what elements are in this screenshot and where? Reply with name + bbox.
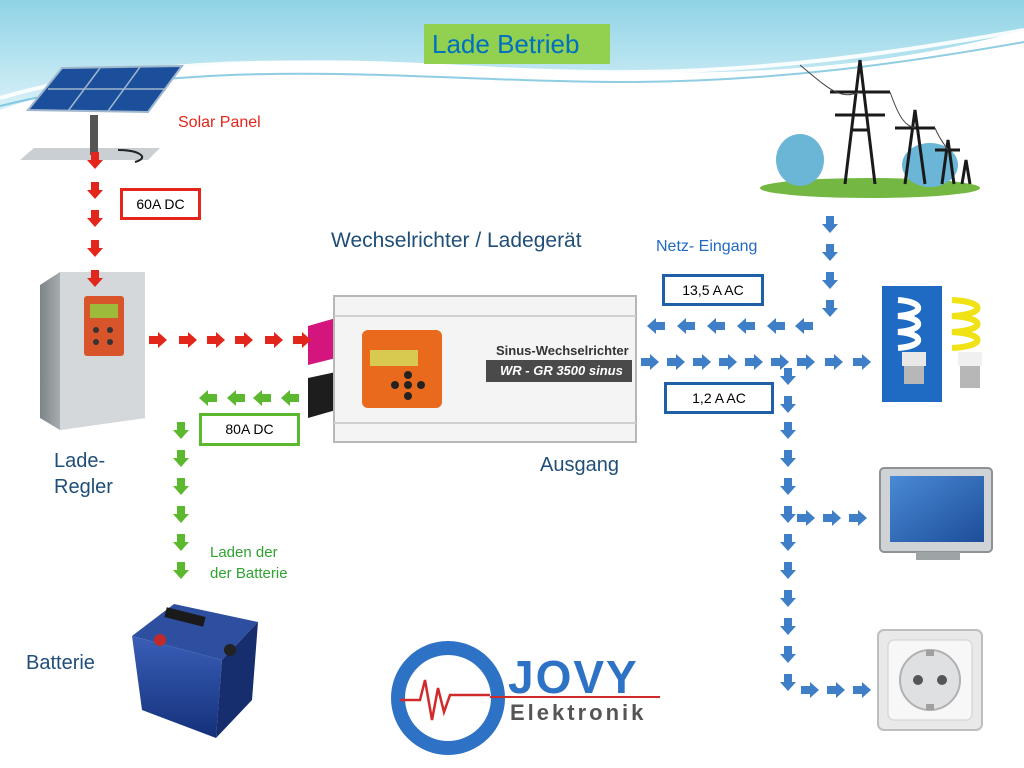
solar-flow-arrow — [87, 210, 103, 227]
output-flow-arrow — [825, 354, 843, 370]
grid-input-label: Netz- Eingang — [656, 238, 758, 255]
grid-flow-arrow — [795, 318, 813, 334]
output-flow-arrow — [780, 478, 796, 495]
battery-flow-arrow — [173, 534, 189, 551]
inverter-icon — [308, 295, 637, 443]
solar-flow-arrow — [87, 152, 103, 169]
solar-flow-arrow — [87, 182, 103, 199]
battery-flow-arrow — [253, 390, 271, 406]
battery-flow-arrow — [173, 450, 189, 467]
battery-flow-arrow — [173, 422, 189, 439]
output-flow-arrow — [780, 422, 796, 439]
output-flow-arrow — [801, 682, 819, 698]
output-flow-arrow — [780, 674, 796, 691]
solar-panel-icon — [20, 64, 185, 163]
grid-flow-arrow — [822, 300, 838, 317]
charging-label-line2: der Batterie — [210, 565, 288, 582]
logo-name: JOVY — [508, 651, 639, 703]
output-flow-arrow — [780, 396, 796, 413]
logo-subtitle: Elektronik — [510, 700, 647, 725]
output-flow-arrow — [780, 618, 796, 635]
output-flow-arrow — [853, 682, 871, 698]
output-flow-arrow — [641, 354, 659, 370]
inverter-model: WR - GR 3500 sinus — [500, 363, 623, 378]
solar-flow-arrow — [235, 332, 253, 348]
power-socket-icon — [877, 629, 983, 731]
grid-flow-arrow — [707, 318, 725, 334]
output-flow-arrow — [853, 354, 871, 370]
output-flow-arrow — [780, 506, 796, 523]
output-flow-arrow — [719, 354, 737, 370]
solar-flow-arrow — [149, 332, 167, 348]
solar-flow-arrow — [87, 270, 103, 287]
solar-current-box: 60A DC — [120, 188, 201, 220]
grid-flow-arrow — [647, 318, 665, 334]
jovy-logo-icon — [391, 641, 660, 755]
output-flow-arrow — [827, 682, 845, 698]
output-flow-arrow — [780, 590, 796, 607]
output-flow-arrow — [797, 354, 815, 370]
charging-label: Laden der der Batterie — [210, 542, 288, 584]
battery-flow-arrow — [281, 390, 299, 406]
output-flow-arrow — [771, 354, 789, 370]
output-current-box: 1,2 A AC — [664, 382, 774, 414]
solar-panel-label: Solar Panel — [178, 114, 261, 131]
charge-controller-icon — [40, 272, 145, 430]
solar-flow-arrow — [293, 332, 311, 348]
charge-controller-label-line1: Lade- — [54, 450, 106, 472]
solar-flow-arrow — [207, 332, 225, 348]
battery-flow-arrow — [173, 506, 189, 523]
battery-flow-arrow — [173, 478, 189, 495]
charge-controller-label: Lade- Regler — [54, 448, 113, 500]
grid-flow-arrow — [822, 272, 838, 289]
battery-icon — [132, 604, 258, 738]
grid-flow-arrow — [737, 318, 755, 334]
output-flow-arrow — [780, 562, 796, 579]
grid-flow-arrow — [767, 318, 785, 334]
output-label: Ausgang — [540, 454, 619, 476]
output-flow-arrow — [823, 510, 841, 526]
charging-label-line1: Laden der — [210, 544, 278, 561]
page-title: Lade Betrieb — [424, 24, 610, 64]
grid-flow-arrow — [677, 318, 695, 334]
grid-flow-arrow — [822, 244, 838, 261]
output-flow-arrow — [849, 510, 867, 526]
solar-flow-arrow — [265, 332, 283, 348]
inverter-title: Wechselrichter / Ladegerät — [331, 229, 582, 252]
output-flow-arrow — [797, 510, 815, 526]
grid-current-box: 13,5 A AC — [662, 274, 764, 306]
output-flow-arrow — [693, 354, 711, 370]
output-flow-arrow — [780, 450, 796, 467]
solar-flow-arrow — [179, 332, 197, 348]
output-flow-arrow — [745, 354, 763, 370]
battery-flow-arrow — [173, 562, 189, 579]
battery-flow-arrow — [199, 390, 217, 406]
flow-arrows — [87, 152, 871, 698]
inverter-name: Sinus-Wechselrichter — [496, 343, 629, 358]
output-flow-arrow — [780, 368, 796, 385]
battery-label: Batterie — [26, 652, 95, 674]
charge-controller-label-line2: Regler — [54, 476, 113, 498]
battery-current-box: 80A DC — [199, 413, 300, 446]
output-flow-arrow — [780, 646, 796, 663]
tv-icon — [879, 467, 993, 560]
light-bulb-icon — [882, 286, 982, 402]
grid-flow-arrow — [822, 216, 838, 233]
output-flow-arrow — [780, 534, 796, 551]
battery-flow-arrow — [227, 390, 245, 406]
solar-flow-arrow — [87, 240, 103, 257]
power-pylon-icon — [760, 59, 980, 198]
output-flow-arrow — [667, 354, 685, 370]
